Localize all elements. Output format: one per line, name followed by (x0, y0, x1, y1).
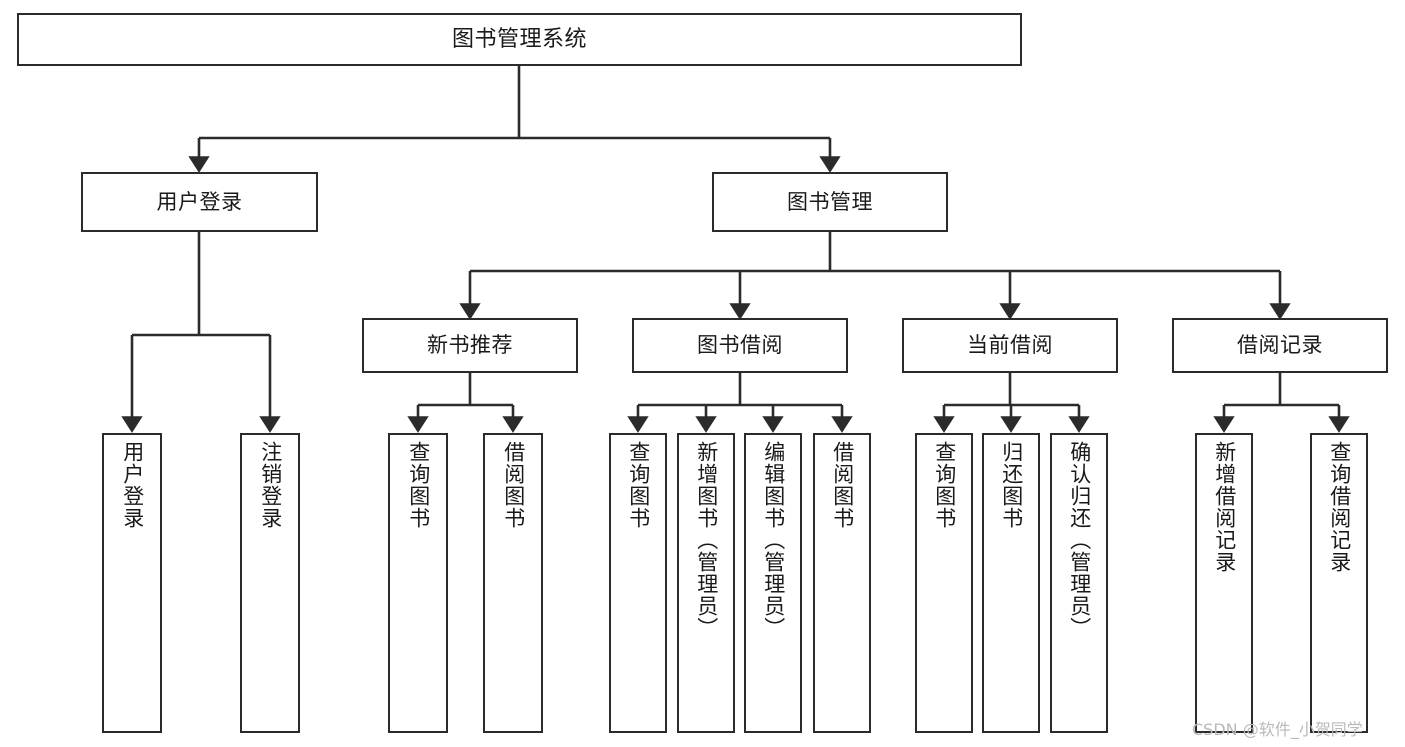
node-label: 借阅图书 (501, 441, 526, 529)
node-label: 编辑图书（管理员） (761, 441, 786, 639)
node-leaf-borrowrecord-add-record[interactable]: 新增借阅记录 (1195, 433, 1253, 733)
node-label: 新增图书（管理员） (694, 441, 719, 639)
node-leaf-bookborrow-edit-book-admin[interactable]: 编辑图书（管理员） (744, 433, 802, 733)
node-label: 借阅图书 (830, 441, 855, 529)
node-label: 图书管理 (787, 189, 873, 214)
node-root-book-management-system[interactable]: 图书管理系统 (17, 13, 1022, 66)
node-leaf-currentborrow-query-book[interactable]: 查询图书 (915, 433, 973, 733)
node-current-borrow[interactable]: 当前借阅 (902, 318, 1118, 373)
node-label: 注销登录 (258, 441, 283, 529)
node-new-book-recommend[interactable]: 新书推荐 (362, 318, 578, 373)
node-label: 借阅记录 (1237, 333, 1323, 358)
node-label: 确认归还（管理员） (1067, 441, 1092, 639)
node-leaf-logout[interactable]: 注销登录 (240, 433, 300, 733)
node-leaf-newbook-query-book[interactable]: 查询图书 (388, 433, 448, 733)
node-leaf-user-login[interactable]: 用户登录 (102, 433, 162, 733)
node-leaf-borrowrecord-query-record[interactable]: 查询借阅记录 (1310, 433, 1368, 733)
node-label: 新增借阅记录 (1212, 441, 1237, 573)
node-leaf-bookborrow-query-book[interactable]: 查询图书 (609, 433, 667, 733)
node-label: 查询图书 (626, 441, 651, 529)
node-label: 当前借阅 (967, 333, 1053, 358)
node-leaf-currentborrow-return-book[interactable]: 归还图书 (982, 433, 1040, 733)
node-borrow-record[interactable]: 借阅记录 (1172, 318, 1388, 373)
node-leaf-bookborrow-borrow-book[interactable]: 借阅图书 (813, 433, 871, 733)
node-label: 用户登录 (120, 441, 145, 529)
node-label: 图书借阅 (697, 333, 783, 358)
node-book-management[interactable]: 图书管理 (712, 172, 948, 232)
node-label: 归还图书 (999, 441, 1024, 529)
node-book-borrow[interactable]: 图书借阅 (632, 318, 848, 373)
node-user-login[interactable]: 用户登录 (81, 172, 318, 232)
node-leaf-currentborrow-confirm-return-admin[interactable]: 确认归还（管理员） (1050, 433, 1108, 733)
node-label: 用户登录 (156, 189, 243, 214)
node-leaf-newbook-borrow-book[interactable]: 借阅图书 (483, 433, 543, 733)
node-label: 查询借阅记录 (1327, 441, 1352, 573)
node-label: 新书推荐 (427, 333, 513, 358)
csdn-watermark: CSDN @软件_小贺同学 (1192, 720, 1363, 739)
node-leaf-bookborrow-add-book-admin[interactable]: 新增图书（管理员） (677, 433, 735, 733)
node-label: 图书管理系统 (451, 26, 587, 52)
node-label: 查询图书 (932, 441, 957, 529)
node-label: 查询图书 (406, 441, 431, 529)
